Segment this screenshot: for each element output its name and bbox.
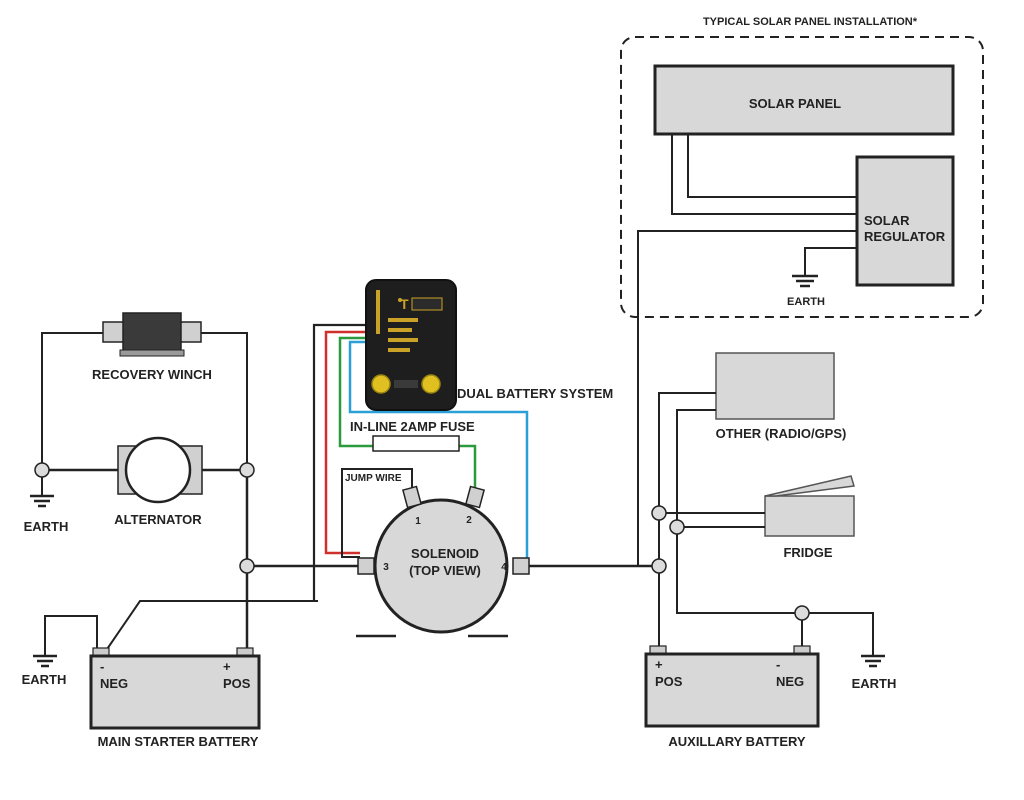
main-battery-pos-sign: + [223,659,231,674]
solar-panel [653,64,955,136]
fuse-label: IN-LINE 2AMP FUSE [350,419,475,434]
other-wire-1 [658,392,716,647]
solar-installation-boundary [620,36,984,318]
panel-to-regulator-wire-2 [687,134,857,198]
fridge-node-2 [669,519,685,535]
dual-battery-system-unit [365,279,457,411]
left-earth-label-upper: EARTH [24,519,69,534]
aux-junction-node [651,558,667,574]
other-device-label: OTHER (RADIO/GPS) [716,426,847,441]
main-battery-neg-label: NEG [100,676,128,691]
aux-battery-neg-sign: - [776,657,780,672]
main-earth-icon [33,654,57,668]
aux-neg-wire [802,612,874,655]
solenoid-terminal-1-post [401,485,423,509]
solar-section-title: TYPICAL SOLAR PANEL INSTALLATION* [703,16,918,28]
aux-battery-neg-label: NEG [776,674,804,689]
regulator-earth-wire [804,247,857,275]
aux-battery-pos-label: POS [655,674,683,689]
solenoid-terminal-3-label: 3 [383,562,389,573]
dbs-label: DUAL BATTERY SYSTEM [457,386,613,401]
solenoid-label-line1: SOLENOID [411,546,479,561]
fridge-label: FRIDGE [783,545,832,560]
auxiliary-battery [644,652,820,728]
main-starter-battery [89,654,261,730]
jump-wire-label: JUMP WIRE [345,473,402,484]
red-wire [324,330,368,555]
panel-to-regulator-wire-1 [671,134,857,215]
solenoid-label-line2: (TOP VIEW) [409,563,481,578]
dbs-dark-wire [312,323,368,601]
left-earth-icon [30,494,54,508]
solar-regulator-label-line2: REGULATOR [864,229,946,244]
solenoid-terminal-2-post [464,485,486,509]
recovery-winch-label: RECOVERY WINCH [92,367,212,382]
other-radio-gps-device [715,352,835,420]
right-earth-icon [861,654,885,668]
fridge-node-1 [651,505,667,521]
main-junction-node [239,558,255,574]
regulator-earth-label: EARTH [787,296,825,308]
solenoid-terminal-1-label: 1 [415,516,421,527]
alternator-node [239,462,255,478]
aux-battery-pos-sign: + [655,657,663,672]
regulator-earth-icon [792,274,818,288]
right-earth-label: EARTH [852,676,897,691]
aux-battery-label: AUXILLARY BATTERY [668,734,806,749]
blue-wire [348,340,529,562]
solenoid-terminal-3-post [357,557,375,575]
aux-neg-node [794,605,810,621]
solar-panel-label: SOLAR PANEL [749,96,841,111]
left-earth-node [34,462,50,478]
dbs-logo: T [400,296,409,312]
solenoid [356,498,509,638]
main-earth-wire [44,615,98,655]
jump-wire [341,468,413,558]
green-wire [338,336,477,492]
regulator-output-wire [637,230,857,565]
main-neg-chassis-wire [102,600,318,656]
alternator [117,436,203,504]
fridge-device [764,475,855,537]
other-wire-2 [676,409,802,614]
inline-fuse [372,435,460,452]
solenoid-terminal-4-label: 4 [501,562,507,573]
solar-regulator-label-line1: SOLAR [864,213,910,228]
solenoid-terminal-2-label: 2 [466,515,472,526]
solenoid-terminal-4-post [512,557,530,575]
solar-regulator [855,155,955,287]
alternator-label: ALTERNATOR [114,512,202,527]
recovery-winch [102,312,202,357]
main-battery-label: MAIN STARTER BATTERY [98,734,259,749]
left-earth-label-lower: EARTH [22,672,67,687]
main-battery-neg-sign: - [100,659,104,674]
main-battery-pos-label: POS [223,676,251,691]
